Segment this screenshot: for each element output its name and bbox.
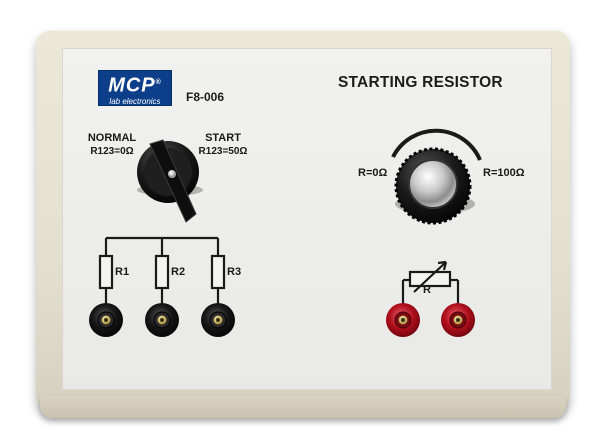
variable-resistor-schematic bbox=[401, 260, 460, 308]
brand-name: MCP® bbox=[108, 74, 162, 97]
selector-start-value: R123=50Ω bbox=[198, 146, 248, 157]
resistor-label-r2: R2 bbox=[171, 266, 186, 278]
selector-start-label: START R123=50Ω bbox=[192, 132, 254, 158]
resistor-r3-symbol bbox=[210, 254, 226, 290]
socket-r1[interactable] bbox=[89, 303, 123, 337]
resistor-label-r3: R3 bbox=[227, 266, 242, 278]
device-title: STARTING RESISTOR bbox=[338, 74, 503, 91]
pot-knob-grip bbox=[394, 147, 472, 225]
socket-r2[interactable] bbox=[145, 303, 179, 337]
pot-min-label: R=0Ω bbox=[358, 167, 388, 179]
model-number: F8-006 bbox=[186, 90, 225, 104]
pot-rotation-arc bbox=[391, 128, 482, 161]
selector-normal-label: NORMAL R123=0Ω bbox=[82, 132, 142, 158]
socket-r3[interactable] bbox=[201, 303, 235, 337]
selector-switch[interactable] bbox=[137, 139, 203, 223]
selector-pointer bbox=[149, 139, 197, 223]
socket-pot-right[interactable] bbox=[441, 303, 475, 337]
pot-knob-cap bbox=[408, 159, 458, 209]
device-case-base bbox=[40, 396, 566, 418]
resistor-r1-symbol bbox=[98, 254, 114, 290]
resistor-network-schematic bbox=[98, 236, 226, 304]
selector-screw bbox=[168, 170, 176, 178]
brand-subtitle: lab electronics bbox=[109, 96, 161, 106]
selector-normal-value: R123=0Ω bbox=[90, 146, 134, 157]
variable-resistor-label: R bbox=[423, 284, 431, 296]
brand-logo: MCP® lab electronics bbox=[98, 70, 172, 106]
resistor-r2-symbol bbox=[154, 254, 170, 290]
potentiometer-knob[interactable] bbox=[394, 147, 475, 225]
resistor-label-r1: R1 bbox=[115, 266, 130, 278]
pot-max-label: R=100Ω bbox=[483, 167, 525, 179]
socket-pot-left[interactable] bbox=[386, 303, 420, 337]
